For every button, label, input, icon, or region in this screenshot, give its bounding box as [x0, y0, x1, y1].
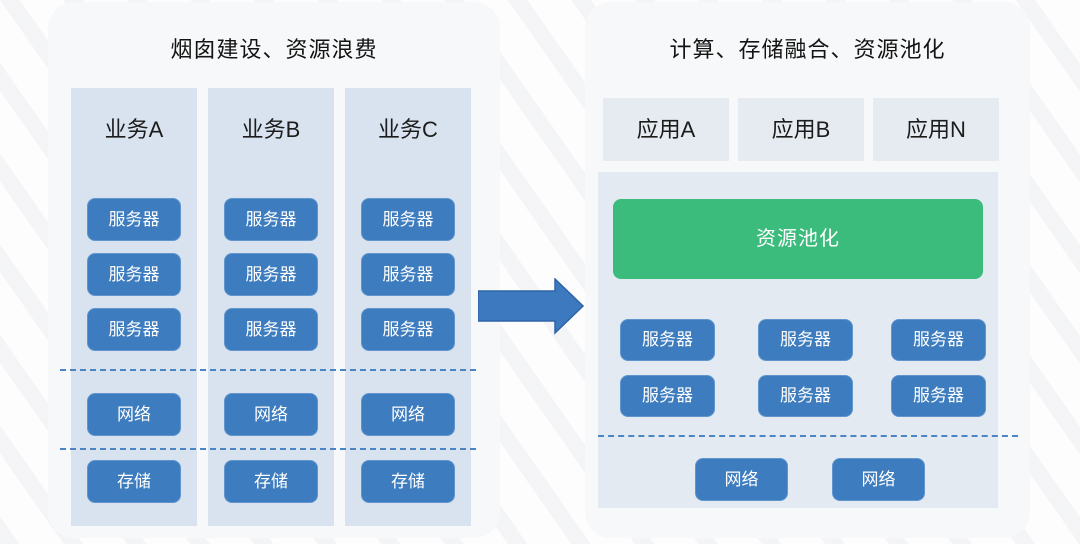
- silo-architecture-panel: 烟囱建设、资源浪费 业务A 服务器 服务器 服务器 网络 存储 业务B 服务器 …: [48, 2, 500, 538]
- server-box: 服务器: [361, 198, 455, 241]
- app-n-box: 应用N: [873, 98, 999, 161]
- server-box: 服务器: [87, 308, 181, 351]
- server-box: 服务器: [620, 375, 715, 417]
- storage-box: 存储: [224, 460, 318, 503]
- business-a-label: 业务A: [104, 117, 164, 142]
- pooled-architecture-panel: 计算、存储融合、资源池化 应用A 应用B 应用N 资源池化 服务器 服务器 服务…: [585, 2, 1030, 538]
- server-box: 服务器: [361, 308, 455, 351]
- network-box: 网络: [832, 458, 925, 501]
- server-box: 服务器: [224, 253, 318, 296]
- storage-box: 存储: [361, 460, 455, 503]
- right-panel-title: 计算、存储融合、资源池化: [669, 37, 946, 62]
- server-box: 服务器: [758, 375, 853, 417]
- app-b-box: 应用B: [738, 98, 864, 161]
- server-box: 服务器: [224, 308, 318, 351]
- network-box: 网络: [695, 458, 788, 501]
- network-box: 网络: [224, 393, 318, 436]
- network-separator-dashed-line: [598, 435, 1018, 437]
- storage-separator-dashed-line: [60, 448, 476, 450]
- business-b-label: 业务B: [241, 117, 301, 142]
- server-box: 服务器: [87, 253, 181, 296]
- server-box: 服务器: [361, 253, 455, 296]
- business-c-label: 业务C: [378, 117, 438, 142]
- silo-columns: 业务A 服务器 服务器 服务器 网络 存储 业务B 服务器 服务器 服务器 网络…: [71, 88, 471, 526]
- left-panel-title: 烟囱建设、资源浪费: [170, 37, 378, 62]
- silo-column-c: 业务C 服务器 服务器 服务器 网络 存储: [345, 88, 471, 526]
- transition-arrow-icon: [478, 278, 584, 335]
- server-box: 服务器: [891, 319, 986, 361]
- server-box: 服务器: [620, 319, 715, 361]
- network-box: 网络: [361, 393, 455, 436]
- storage-box: 存储: [87, 460, 181, 503]
- network-box: 网络: [87, 393, 181, 436]
- server-box: 服务器: [891, 375, 986, 417]
- server-box: 服务器: [224, 198, 318, 241]
- server-box: 服务器: [758, 319, 853, 361]
- silo-column-b: 业务B 服务器 服务器 服务器 网络 存储: [208, 88, 334, 526]
- resource-pool-box: 资源池化: [613, 199, 983, 279]
- server-box: 服务器: [87, 198, 181, 241]
- app-a-box: 应用A: [603, 98, 729, 161]
- network-separator-dashed-line: [60, 369, 476, 371]
- resource-pool-container: 资源池化 服务器 服务器 服务器 服务器 服务器 服务器: [598, 172, 998, 508]
- application-row: 应用A 应用B 应用N: [603, 98, 999, 161]
- silo-column-a: 业务A 服务器 服务器 服务器 网络 存储: [71, 88, 197, 526]
